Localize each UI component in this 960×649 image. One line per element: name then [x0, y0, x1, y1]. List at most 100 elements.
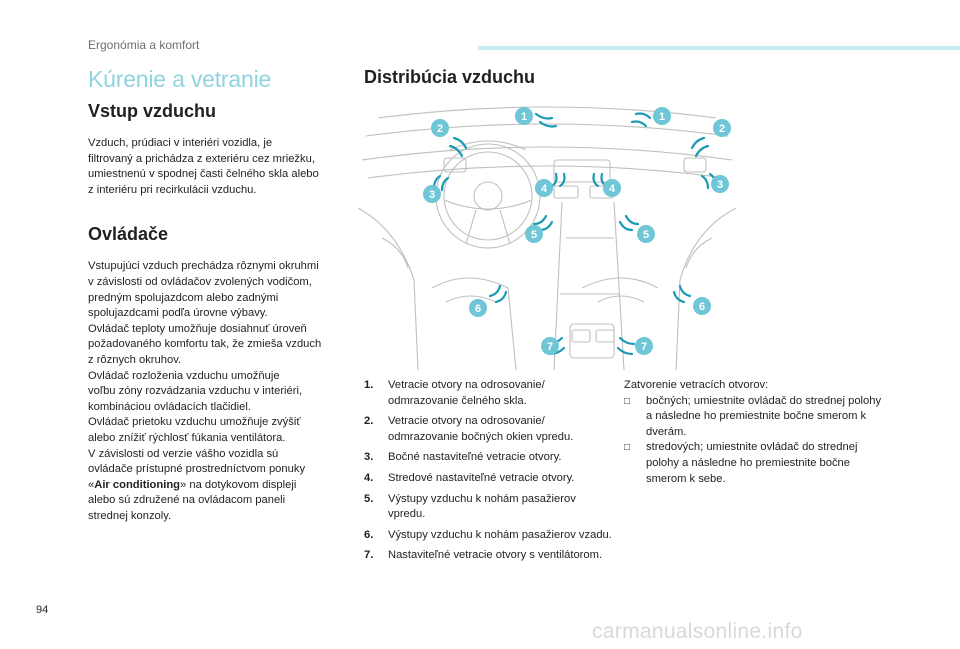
closing-list: □ bočných; umiestnite ovládač do strednej…: [624, 394, 886, 488]
list-item-text: Stredové nastaviteľné vetracie otvory.: [388, 471, 575, 484]
callout-number: 5: [643, 229, 649, 241]
callout-number: 3: [429, 189, 435, 201]
text-line: z interiéru pri recirkulácii vzduchu.: [88, 183, 257, 196]
callout-badges: 1 1 2 2 3 3 4 4 5 5 6 6 7 7: [423, 107, 731, 355]
callout-number: 4: [609, 183, 616, 195]
text-line: ovládače prístupné prostredníctvom ponuk…: [88, 463, 306, 476]
callout-badge: 6: [693, 297, 711, 315]
list-item-number: 2.: [364, 415, 374, 428]
airflow-arrow: [630, 112, 652, 128]
list-item-number: 7.: [364, 549, 374, 562]
quote-close: »: [180, 478, 187, 491]
airflow-arrow: [448, 136, 468, 158]
closing-title: Zatvorenie vetracích otvorov:: [624, 379, 769, 391]
text-line: kombináciou ovládacích tlačidiel.: [88, 400, 251, 413]
text-line: predným spolujazdcom alebo zadnými: [88, 291, 279, 304]
text-line: alebo znížiť rýchlosť fúkania ventilátor…: [88, 431, 286, 444]
menu-after-text: na dotykovom displeji: [186, 478, 297, 491]
list-item-text: Bočné nastaviteľné vetracie otvory.: [388, 451, 562, 464]
text-line: v závislosti od ovládačov zvolených vodi…: [88, 275, 312, 288]
text-line: V závislosti od verzie vášho vozidla sú: [88, 447, 279, 460]
callout-badge: 3: [711, 175, 729, 193]
text-line: Ovládač prietoku vzduchu umožňuje zvýšiť: [88, 416, 301, 429]
text-line: umiestnenú v spodnej časti čelného skla …: [88, 168, 319, 181]
controls-heading: Ovládače: [88, 224, 169, 245]
page-number: 94: [36, 604, 49, 616]
page-title: Kúrenie a vetranie: [88, 66, 272, 92]
airflow-arrow: [690, 136, 710, 158]
list-item-text: stredových; umiestnite ovládač do stredn…: [646, 441, 858, 485]
callout-badge: 4: [603, 179, 621, 197]
airflow-arrow: [672, 284, 692, 304]
distribution-heading: Distribúcia vzduchu: [364, 67, 536, 87]
closing-instructions: Zatvorenie vetracích otvorov: □ bočných; …: [624, 378, 886, 487]
list-item-number: 1.: [364, 379, 374, 391]
header-accent-bar: [478, 46, 960, 50]
list-item-text: Vetracie otvory na odrosovanie/ odmrazov…: [388, 379, 545, 407]
list-item: □ bočných; umiestnite ovládač do strednej…: [624, 394, 886, 441]
quote-open: «: [88, 478, 95, 491]
callout-number: 3: [717, 179, 723, 191]
airflow-arrow: [550, 172, 566, 188]
callout-number: 6: [475, 303, 481, 315]
callout-badge: 4: [535, 179, 553, 197]
list-item-number: 5.: [364, 492, 374, 505]
callout-badge: 6: [469, 299, 487, 317]
callout-badge: 1: [653, 107, 671, 125]
list-item-text: Výstupy vzduchu k nohám pasažierov vpred…: [388, 492, 576, 521]
menu-name: Air conditioning: [94, 478, 180, 491]
list-item: 2. Vetracie otvory na odrosovanie/ odmraz…: [364, 414, 614, 445]
text-line: Ovládač rozloženia vzduchu umožňuje: [88, 369, 280, 382]
menu-reference-line: «Air conditioning» na dotykovom displeji: [88, 478, 350, 494]
airflow-arrow: [534, 112, 558, 128]
list-item-number: 6.: [364, 528, 374, 541]
air-distribution-illustration: 1 1 2 2 3 3 4 4 5 5 6 6 7 7: [358, 106, 736, 370]
callout-number: 5: [531, 229, 537, 241]
callout-number: 6: [699, 301, 705, 313]
airflow-arrow: [618, 214, 640, 232]
list-item: 3.Bočné nastaviteľné vetracie otvory.: [364, 450, 614, 466]
text-line: alebo sú združené na ovládacom paneli: [88, 494, 286, 507]
callout-number: 7: [641, 341, 647, 353]
intake-heading: Vstup vzduchu: [88, 101, 217, 121]
list-item-text: Výstupy vzduchu k nohám pasažierov vzadu…: [388, 528, 612, 541]
callout-badge: 2: [713, 119, 731, 137]
controls-paragraph: Vstupujúci vzduch prechádza rôznymi okru…: [88, 259, 350, 524]
callout-number: 4: [541, 183, 548, 195]
callout-badge: 7: [541, 337, 559, 355]
list-item: 1. Vetracie otvory na odrosovanie/ odmraz…: [364, 378, 614, 409]
text-line: Vstupujúci vzduch prechádza rôznymi okru…: [88, 260, 319, 273]
intake-paragraph: Vzduch, prúdiaci v interiéri vozidla, je…: [88, 136, 350, 198]
callout-number: 7: [547, 341, 553, 353]
list-item: 7.Nastaviteľné vetracie otvory s ventilá…: [364, 548, 614, 564]
text-line: filtrovaný a prichádza z exteriéru cez m…: [88, 152, 315, 165]
list-item: 4.Stredové nastaviteľné vetracie otvory.: [364, 471, 614, 487]
callout-badge: 5: [637, 225, 655, 243]
callout-number: 1: [659, 111, 665, 123]
watermark: carmanualsonline.info: [592, 620, 803, 643]
interior-line-art: [358, 106, 736, 370]
callout-badge: 5: [525, 225, 543, 243]
airflow-arrow: [488, 284, 508, 304]
vent-legend-list: 1. Vetracie otvory na odrosovanie/ odmraz…: [364, 378, 614, 569]
callout-badge: 1: [515, 107, 533, 125]
list-item-text: Vetracie otvory na odrosovanie/ odmrazov…: [388, 415, 574, 443]
callout-number: 1: [521, 111, 527, 123]
airflow-arrow: [616, 336, 636, 356]
callout-badge: 7: [635, 337, 653, 355]
list-item: 5. Výstupy vzduchu k nohám pasažierov vpr…: [364, 492, 614, 523]
callout-badge: 2: [431, 119, 449, 137]
callout-number: 2: [719, 123, 725, 135]
callout-badge: 3: [423, 185, 441, 203]
text-line: voľbu zóny rozvádzania vzduchu v interié…: [88, 385, 303, 398]
text-line: Vzduch, prúdiaci v interiéri vozidla, je: [88, 137, 273, 149]
list-item: □stredových; umiestnite ovládač do stred…: [624, 440, 886, 487]
text-line: požadovaného komfortu tak, že zmieša vzd…: [88, 338, 322, 351]
checkbox-bullet-icon: □: [624, 395, 631, 407]
left-column: Kúrenie a vetranie Vstup vzduchu Vzduch,…: [88, 64, 350, 524]
airflow-arrows: [432, 112, 718, 356]
text-line: z rôznych okruhov.: [88, 353, 182, 366]
text-line: strednej konzoly.: [88, 509, 172, 522]
list-item-text: bočných; umiestnite ovládač do strednej …: [646, 394, 882, 438]
text-line: Ovládač teploty umožňuje dosiahnuť úrove…: [88, 322, 307, 335]
